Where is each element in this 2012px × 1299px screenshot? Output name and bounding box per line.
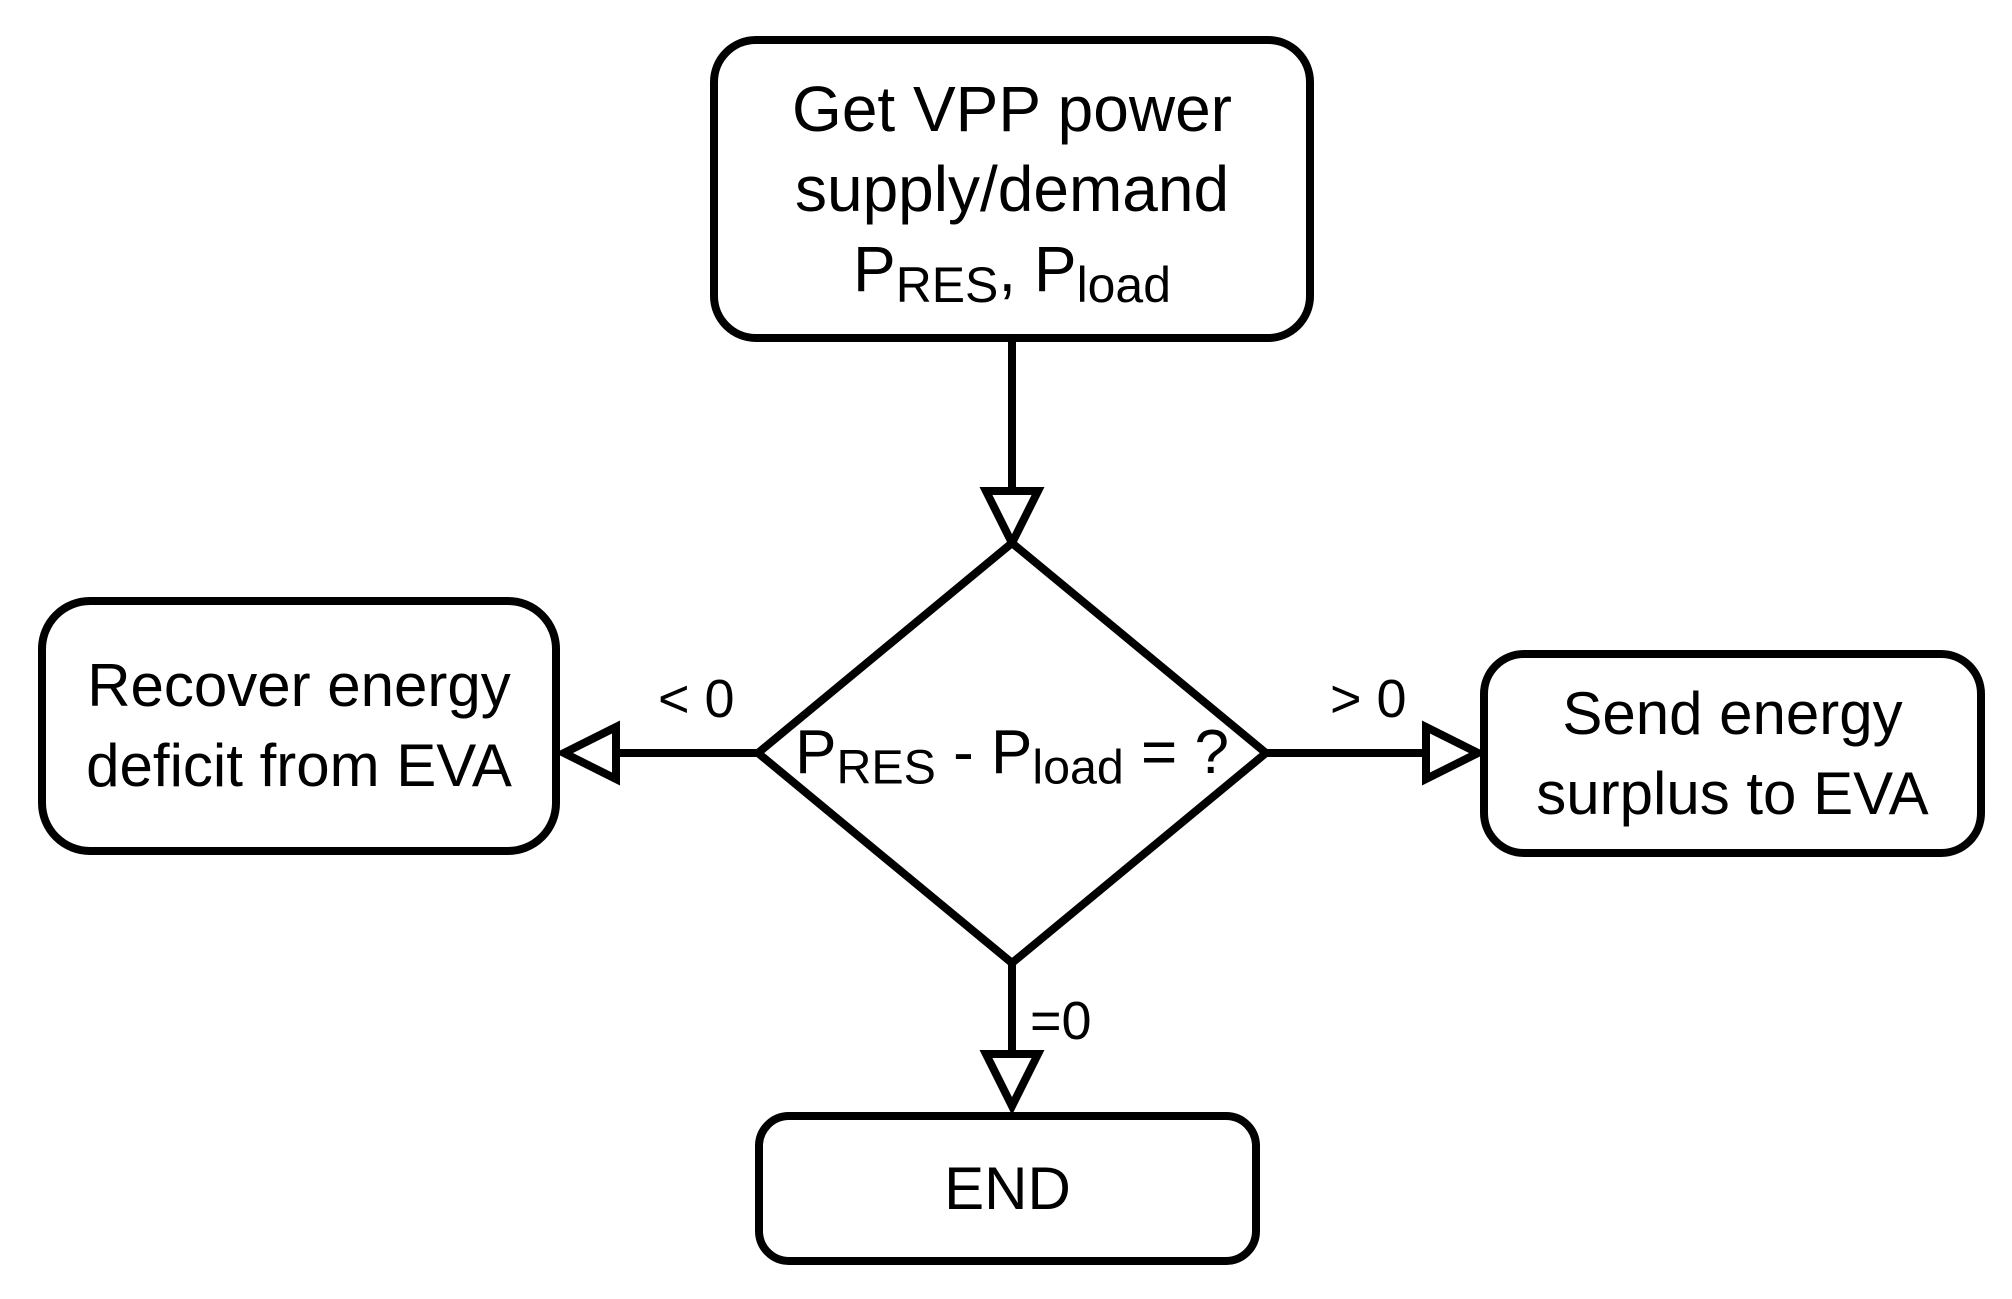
send-energy-line-1: Send energy	[1562, 679, 1903, 747]
decision-p2: P	[990, 718, 1033, 787]
start-node-formula: PRES, Pload	[853, 229, 1171, 310]
branch-label-greater-than-zero: > 0	[1330, 669, 1407, 729]
arrowhead-right-icon	[1422, 720, 1487, 786]
branch-label-less-than-zero: < 0	[658, 669, 735, 729]
formula-sub1: RES	[895, 256, 999, 313]
recover-energy-line-2: deficit from EVA	[86, 732, 512, 799]
arrowhead-left-icon	[555, 720, 620, 786]
start-node-line-1: Get VPP power	[792, 73, 1232, 145]
formula-comma: ,	[998, 233, 1034, 305]
start-node: Get VPP power supply/demand PRES, Pload	[710, 36, 1314, 342]
branch-label-equals-zero: =0	[1030, 991, 1092, 1051]
arrowhead-down-end-icon	[979, 1050, 1045, 1115]
recover-energy-node: Recover energy deficit from EVA	[38, 597, 560, 855]
decision-node-label: PRES - Pload = ?	[772, 712, 1252, 794]
end-node-label: END	[944, 1154, 1071, 1222]
send-energy-line-2: surplus to EVA	[1536, 759, 1929, 827]
formula-sub2: load	[1076, 256, 1171, 313]
arrowhead-down-icon	[979, 487, 1045, 552]
formula-p1: P	[853, 233, 896, 305]
decision-op: -	[935, 718, 991, 787]
start-node-line-2: supply/demand	[794, 153, 1230, 225]
end-node: END	[755, 1112, 1260, 1265]
formula-p2: P	[1033, 233, 1077, 305]
decision-sub1: RES	[836, 740, 936, 795]
decision-p1: P	[795, 718, 837, 787]
recover-energy-line-1: Recover energy	[87, 652, 511, 719]
send-energy-node: Send energy surplus to EVA	[1480, 650, 1985, 857]
decision-eq: = ?	[1123, 718, 1229, 787]
decision-sub2: load	[1032, 740, 1124, 795]
